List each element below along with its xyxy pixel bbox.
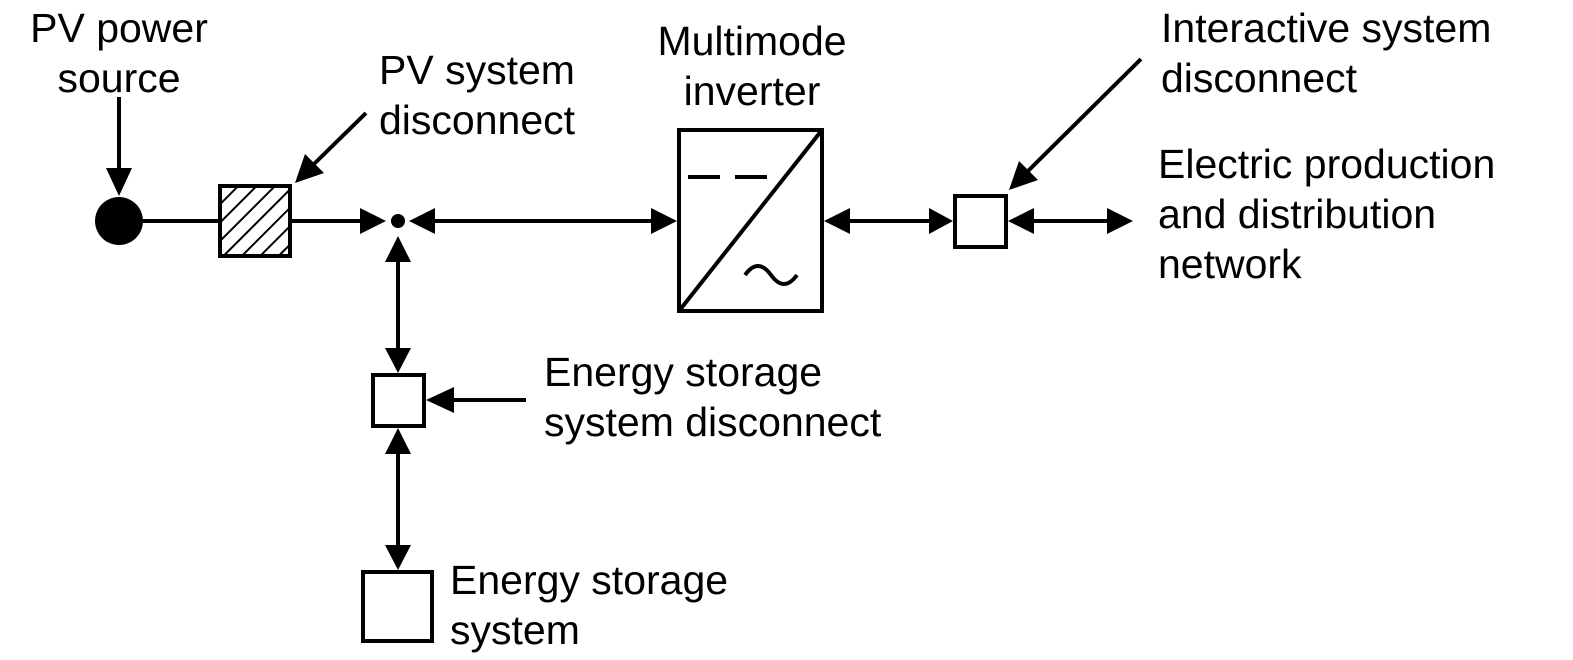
ac-symbol	[743, 264, 799, 286]
grid-label: Electric production and distribution net…	[1158, 141, 1496, 287]
pv-source-label: PV power source	[30, 5, 208, 101]
interactive-disconnect-pointer-arrow	[1009, 57, 1143, 190]
interactive-system-disconnect-box	[953, 194, 1008, 249]
ess-disconnect-box	[371, 373, 426, 428]
pv-source-pointer-arrow	[106, 97, 132, 196]
junction-node	[391, 214, 405, 228]
multimode-inverter-box	[677, 128, 824, 313]
pv-source-node	[95, 197, 143, 245]
pv-system-disconnect-box	[218, 184, 292, 258]
disconnect-to-junction-arrow	[290, 208, 386, 234]
inverter-label: Multimode inverter	[657, 18, 847, 114]
energy-storage-system-box	[361, 570, 434, 643]
interactive-disconnect-label: Interactive system disconnect	[1161, 5, 1492, 101]
pv-disconnect-label: PV system disconnect	[379, 47, 576, 143]
junction-ess-disconnect-arrow	[385, 236, 411, 373]
interactive-grid-arrow	[1008, 208, 1133, 234]
junction-inverter-arrow	[409, 208, 677, 234]
ess-disconnect-pointer-arrow	[426, 387, 526, 413]
inverter-interactive-arrow	[824, 208, 953, 234]
pv-disconnect-pointer-arrow	[295, 111, 368, 183]
ess-label: Energy storage system	[450, 557, 729, 653]
ess-disconnect-label: Energy storage system disconnect	[544, 349, 882, 445]
ess-disconnect-ess-arrow	[385, 428, 411, 570]
